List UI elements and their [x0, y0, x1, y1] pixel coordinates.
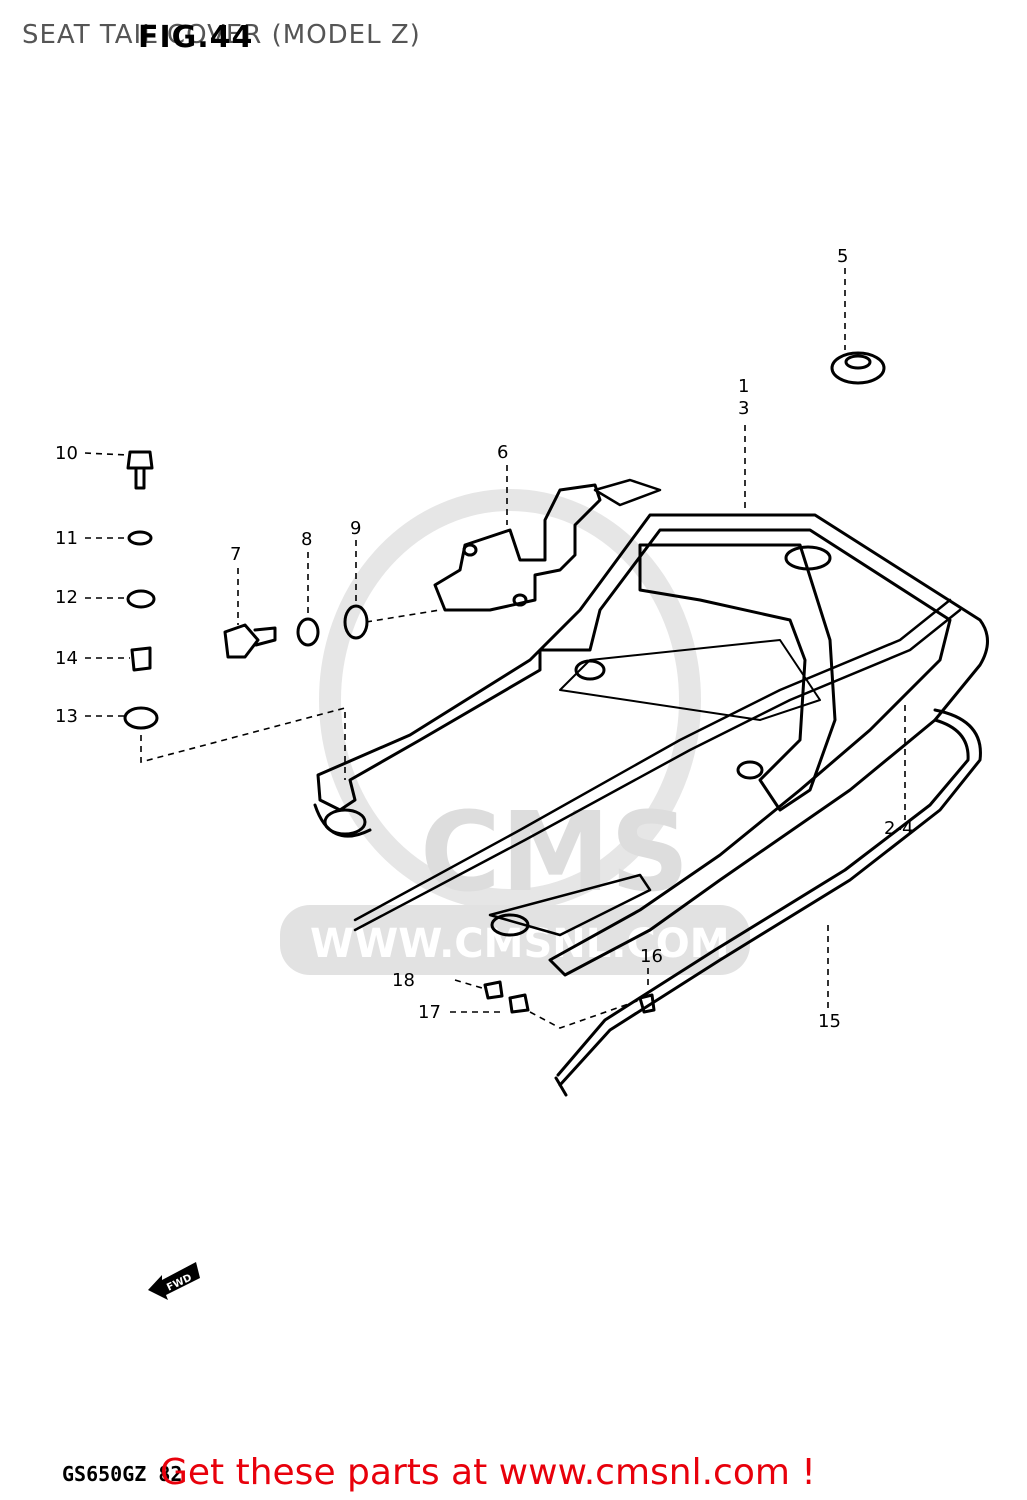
callout-17: 17: [418, 1002, 441, 1023]
callout-13: 13: [55, 706, 78, 727]
callout-3: 3: [738, 398, 749, 419]
callout-18: 18: [392, 970, 415, 991]
callout-labels: 1 3 5 6 7 8 9 10 11 12 13 14 15 16 17 18…: [55, 246, 913, 1032]
callout-16: 16: [640, 946, 663, 967]
callout-14: 14: [55, 648, 78, 669]
callout-11: 11: [55, 528, 78, 549]
figure-number: FIG.44: [138, 20, 254, 55]
cms-watermark: CMS WWW.CMSNL.COM: [280, 489, 750, 975]
model-code: GS650GZ 82: [62, 1462, 183, 1486]
trim-part-15: [554, 708, 982, 1097]
callout-15: 15: [818, 1011, 841, 1032]
promo-link-text[interactable]: Get these parts at www.cmsnl.com !: [160, 1452, 816, 1493]
seat-lock-part-6: [433, 478, 662, 612]
callout-6: 6: [497, 442, 508, 463]
callout-8: 8: [301, 529, 312, 550]
diagram-title: SEAT TAIL COVER (MODEL Z): [22, 20, 421, 50]
watermark-url-text: WWW.CMSNL.COM: [310, 921, 730, 967]
callout-12: 12: [55, 587, 78, 608]
callout-7: 7: [230, 544, 241, 565]
callout-5: 5: [837, 246, 848, 267]
leader-lines: [84, 268, 906, 1029]
callout-10: 10: [55, 443, 78, 464]
callout-9: 9: [350, 518, 361, 539]
callout-1: 1: [738, 376, 749, 397]
callout-2-4: 2-4: [884, 818, 913, 839]
fwd-arrow-icon: FWD: [148, 1262, 200, 1300]
seat-tail-cover-part: [313, 513, 989, 977]
